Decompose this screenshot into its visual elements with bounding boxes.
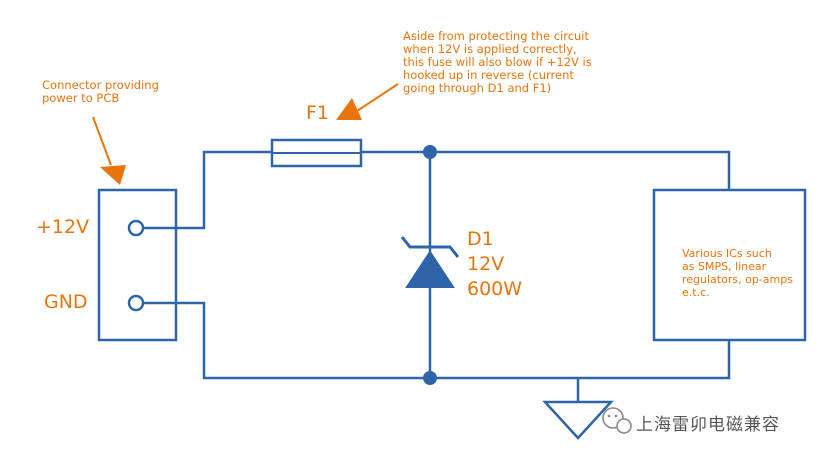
- wechat-icon: [602, 407, 632, 434]
- diode-d1-cathode-bar: [400, 236, 460, 258]
- junction-top: [423, 145, 437, 159]
- wire-12v-rail: [143, 150, 272, 230]
- junction-bottom: [423, 371, 437, 385]
- ic-box-label: Various ICs such as SMPS, linear regulat…: [682, 247, 793, 299]
- diode-d1-triangle: [405, 250, 455, 288]
- connector-arrow-line: [92, 116, 112, 166]
- connector-note: Connector providing power to PCB: [42, 78, 159, 105]
- fuse-arrow-head: [336, 98, 362, 120]
- wire-top-right: [361, 150, 731, 190]
- pin-12v-label: +12V: [36, 216, 90, 238]
- connector-pin-gnd: [127, 294, 145, 312]
- connector-arrow-head: [100, 165, 126, 185]
- wire-gnd-rail: [143, 301, 731, 380]
- connector-pin-12v: [127, 219, 145, 237]
- fuse-arrow-line: [356, 83, 399, 112]
- fuse-note: Aside from protecting the circuit when 1…: [403, 29, 592, 95]
- ground-symbol: [542, 400, 614, 440]
- diode-label: D1 12V 600W: [467, 228, 523, 300]
- pin-gnd-label: GND: [44, 291, 88, 313]
- watermark-text: 上海雷卯电磁兼容: [636, 415, 780, 435]
- connector-body: [97, 188, 178, 342]
- fuse-label: F1: [306, 102, 330, 124]
- ic-box: [652, 188, 807, 342]
